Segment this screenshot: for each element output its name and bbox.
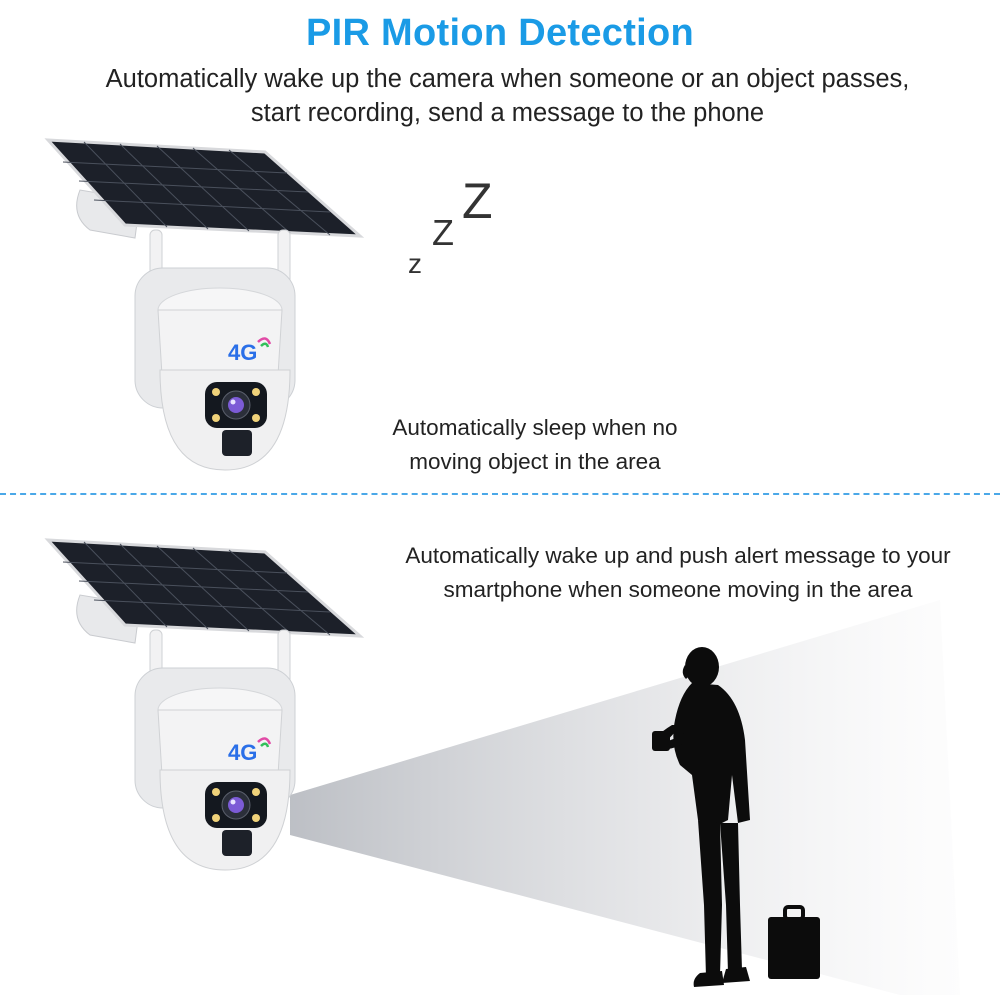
solar-camera-awake: 4G (44, 538, 365, 871)
person-silhouette (652, 647, 820, 987)
network-badge-4g: 4G (228, 340, 257, 365)
sleep-z-large: Z (462, 173, 493, 229)
network-badge-4g: 4G (228, 740, 257, 765)
sleep-z-small: z (408, 248, 422, 279)
wake-caption-line-2: smartphone when someone moving in the ar… (443, 577, 913, 602)
page-subtitle: Automatically wake up the camera when so… (105, 65, 910, 127)
sleep-z-medium: Z (432, 212, 454, 253)
page-title: PIR Motion Detection (305, 12, 695, 54)
wake-caption: Automatically wake up and push alert mes… (360, 539, 996, 607)
section-divider (0, 493, 1000, 495)
sleep-caption-line-1: Automatically sleep when no (392, 415, 678, 440)
wake-caption-line-1: Automatically wake up and push alert mes… (405, 543, 951, 568)
sleep-caption-line-2: moving object in the area (409, 449, 661, 474)
sleep-caption: Automatically sleep when no moving objec… (360, 411, 710, 479)
solar-camera-sleep: 4G (44, 138, 365, 471)
